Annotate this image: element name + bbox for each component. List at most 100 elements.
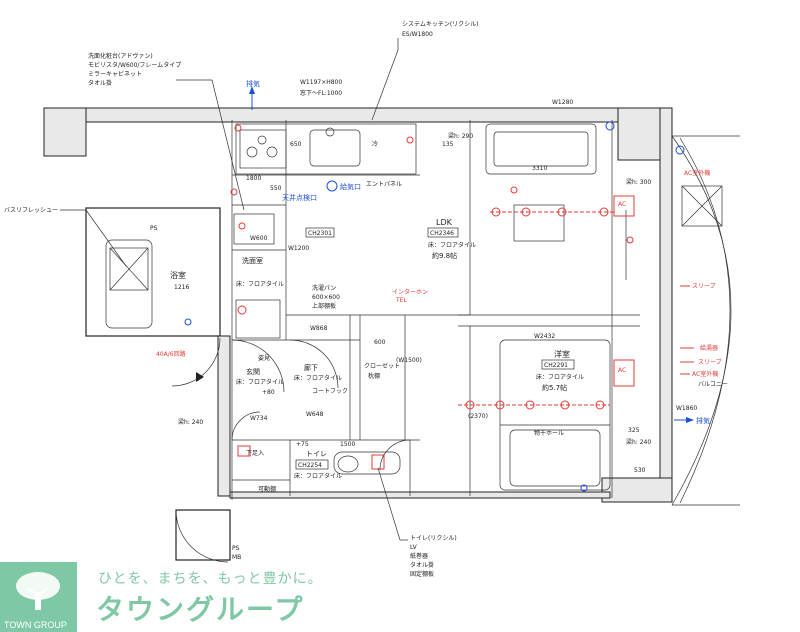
ac-unit-label-1: AC室外機 (684, 169, 710, 177)
toilet-callout-title: トイレ(リクシル) (410, 535, 457, 542)
toilet-callout-towel: タオル掛 (410, 561, 434, 569)
dim-w1860: W1860 (676, 405, 697, 412)
room-toilet-name: トイレ (306, 450, 327, 458)
room-yoshitsu-area: 約5.7帖 (542, 383, 567, 392)
doors (171, 337, 411, 563)
room-yoshitsu-floor: 床：フロアタイル (536, 373, 584, 381)
dim-plus80: +80 (262, 389, 275, 396)
sleeve-label-top: スリーブ (692, 282, 716, 290)
entry-panel-label: エントパネル (366, 181, 402, 188)
toilet-callout-shelf: 固定棚板 (410, 570, 434, 578)
room-ldk-area: 約9.8帖 (432, 251, 457, 260)
vanity-laundry (233, 213, 281, 339)
sleeve-label-bottom: スリーブ (698, 358, 722, 366)
dim-beam-240-right: 梁h: 240 (626, 438, 651, 446)
dim-window-sill: 窓下～FL:1000 (300, 89, 342, 97)
ps-mb-label-2: MB (232, 554, 241, 561)
partitions (231, 120, 640, 500)
sugata-label: 姿見 (258, 354, 270, 362)
dim-w868: W868 (310, 325, 328, 332)
room-senmen-name: 洗面室 (242, 256, 263, 265)
breaker-label: 40A/6回路 (156, 350, 186, 358)
haiki-right-label: 排気 (696, 416, 710, 425)
ceiling-inspect-label: 天井点検口 (282, 193, 317, 202)
dim-3310: 3310 (532, 165, 547, 172)
balcony-label: バルコニー (698, 381, 728, 388)
company-name: TOWN GROUP (4, 620, 67, 630)
dimension-texts: W1197×H800 窓下～FL:1000 W1280 3310 梁h: 290… (178, 79, 697, 474)
water-heater-label: 給湯器 (700, 344, 718, 352)
dim-325: 325 (628, 427, 640, 434)
dim-beam-240-left: 梁h: 240 (178, 418, 203, 426)
kitchen-counter (230, 123, 417, 196)
tel-label: TEL (395, 297, 407, 304)
dim-w600: W600 (250, 235, 268, 242)
dim-w2432: W2432 (534, 333, 555, 340)
toilet-callout-paper: 紙巻器 (410, 552, 428, 560)
dim-w648: W648 (306, 411, 324, 418)
dim-w1500: (W1500) (396, 357, 422, 364)
room-ldk-name: LDK (436, 218, 453, 227)
system-kitchen-label: システムキッチン(リクシル) (402, 21, 479, 28)
vanity-model: モビリスタ/W600/フレームタイプ (88, 61, 181, 69)
vanity-towel: タオル掛 (88, 79, 112, 87)
room-senmen-ch: CH2301 (308, 230, 332, 237)
dim-530: 530 (634, 467, 646, 474)
entrance-arrow-icon (196, 372, 204, 382)
room-toilet-floor: 床：フロアタイル (294, 472, 342, 480)
room-yoshitsu-ch: CH2291 (544, 362, 568, 369)
room-ldk-floor: 床：フロアタイル (428, 241, 476, 249)
room-ldk-ch: CH2346 (430, 230, 454, 237)
room-roka-name: 廊下 (304, 363, 318, 372)
dim-1800: 1800 (246, 175, 261, 182)
room-roka-floor: 床：フロアタイル (294, 374, 342, 382)
room-bath-name: 浴室 (170, 270, 186, 280)
vanity-cabinet: ミラーキャビネット (88, 70, 142, 78)
ac-label-1: AC (618, 201, 626, 208)
interphone-label: インターホン (392, 288, 428, 296)
coat-hook-label: コートフック (312, 388, 348, 395)
room-labels: LDK CH2346 床：フロアタイル 約9.8帖 洋室 CH2291 床：フロ… (150, 79, 710, 561)
dim-1500: 1500 (340, 441, 355, 448)
mono-hoshi-label: 物干ホール (534, 429, 564, 437)
dim-600: 600 (374, 339, 386, 346)
callout-texts: システムキッチン(リクシル) ES/W1800 洗面化粧台(アドヴァン) モビリ… (4, 21, 728, 578)
room-genkan-name: 玄関 (246, 367, 260, 376)
dim-w734: W734 (250, 415, 268, 422)
tagline: ひとを、まちを、もっと豊かに。 (98, 571, 323, 587)
ac-label-2: AC (618, 367, 626, 374)
outer-walls (43, 107, 673, 561)
bathtub (105, 239, 153, 329)
toilet-fixture (333, 451, 401, 475)
supply-port-label: 給気口 (340, 182, 361, 191)
toilet-callout-lv: LV (410, 544, 418, 551)
getabako-label: 下足入 (246, 450, 264, 457)
closet-shelf-label: 枕棚 (368, 372, 380, 380)
room-bath-size: 1216 (174, 284, 189, 291)
dim-w1280: W1280 (552, 99, 573, 106)
vents (184, 86, 694, 492)
sentaku-size-label: 600×600 (312, 294, 340, 301)
dim-550: 550 (270, 185, 282, 192)
dim-650: 650 (290, 141, 302, 148)
balcony-area (671, 135, 740, 506)
closet-label: クローゼット (364, 362, 400, 370)
dim-w1200: W1200 (288, 245, 309, 252)
kadoudana-label: 可動棚 (258, 485, 276, 493)
ac-unit-label-2: AC室外機 (692, 370, 718, 378)
ps-label: PS (150, 225, 158, 232)
leader-lines (60, 38, 694, 541)
logo-tree-icon (0, 562, 77, 632)
room-genkan-floor: 床：フロアタイル (236, 378, 284, 386)
dim-135: 135 (442, 141, 454, 148)
haiki-top-label: 排気 (246, 79, 260, 88)
bath-refresh-label: バスリフレッシュー (4, 207, 58, 214)
vanity-title: 洗面化粧台(アドヴァン) (88, 52, 153, 60)
brand-name: タウングループ (96, 593, 305, 626)
room-yoshitsu-name: 洋室 (554, 349, 570, 359)
dim-beam-290: 梁h: 290 (448, 132, 473, 140)
system-kitchen-size: ES/W1800 (402, 31, 433, 38)
dim-window-kitchen: W1197×H800 (300, 79, 342, 86)
room-senmen-floor: 床：フロアタイル (236, 280, 284, 288)
